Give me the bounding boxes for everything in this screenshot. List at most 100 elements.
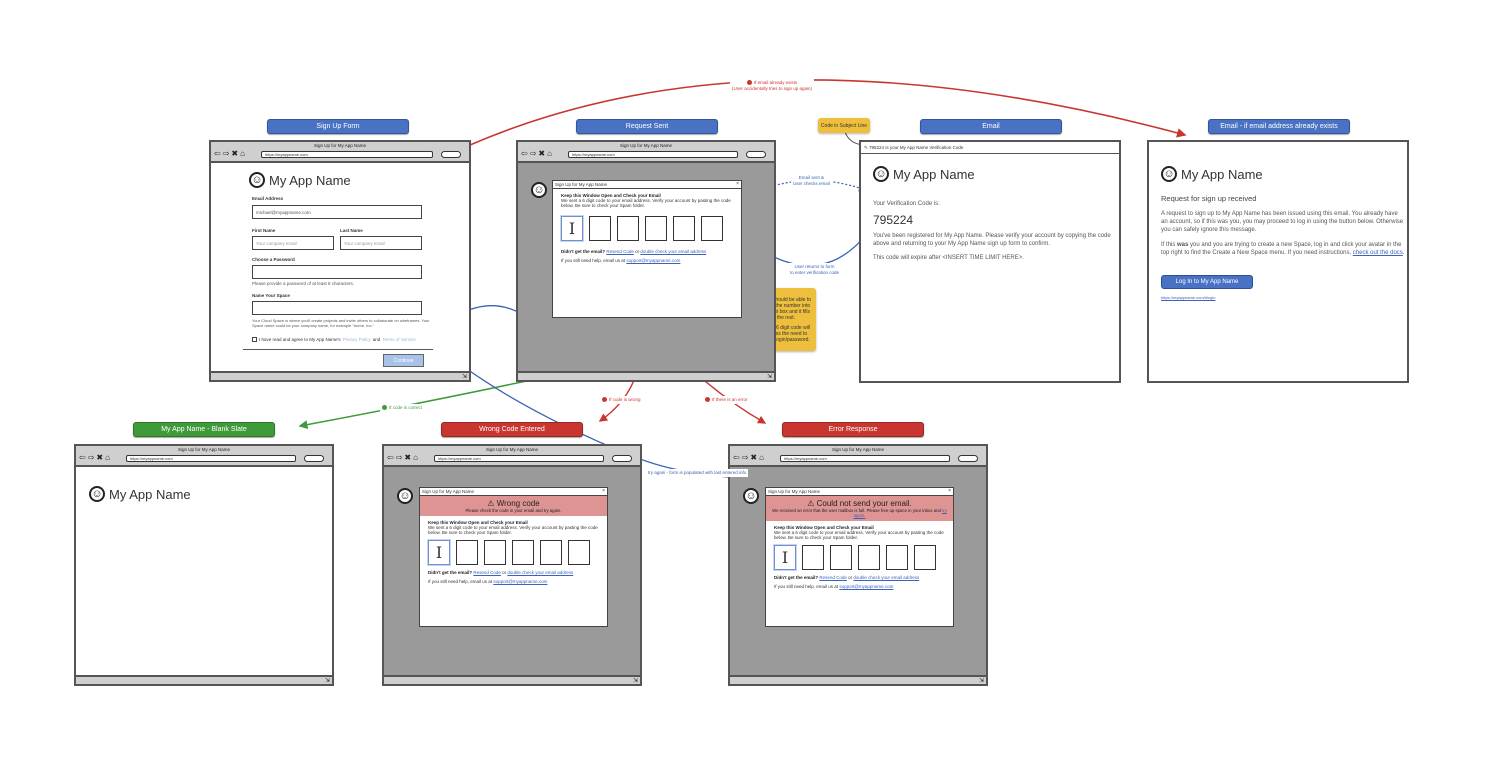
label-email: Email <box>920 119 1062 134</box>
last-name-field[interactable]: Your company email <box>340 236 422 250</box>
code-box-4[interactable] <box>512 540 534 565</box>
stop-icon[interactable]: ✖ <box>750 453 758 462</box>
stop-icon[interactable]: ✖ <box>404 453 412 462</box>
privacy-link[interactable]: Privacy Policy <box>342 337 371 342</box>
code-box-5[interactable] <box>673 216 695 241</box>
forward-icon[interactable]: ⇨ <box>529 149 537 158</box>
resize-grip-icon[interactable]: ⇲ <box>978 678 984 684</box>
resend-code-link[interactable]: Resend Code <box>473 570 501 575</box>
code-box-1[interactable]: I <box>774 545 796 570</box>
code-box-4[interactable] <box>645 216 667 241</box>
resize-grip-icon[interactable]: ⇲ <box>324 678 330 684</box>
password-field[interactable] <box>252 265 422 279</box>
code-box-5[interactable] <box>540 540 562 565</box>
verification-modal: Sign Up for My App Name× Keep this Windo… <box>552 180 742 318</box>
agree-checkbox[interactable] <box>252 337 257 342</box>
annotation-email-exists: If email already exists (User accidental… <box>730 79 815 92</box>
modal-heading: Keep this Window Open and Check your Ema… <box>561 193 661 198</box>
forward-icon[interactable]: ⇨ <box>87 453 95 462</box>
back-icon[interactable]: ⇦ <box>214 149 221 158</box>
email-label: Email Address <box>252 196 284 201</box>
stop-icon[interactable]: ✖ <box>231 149 239 158</box>
space-name-field[interactable] <box>252 301 422 315</box>
url-bar[interactable]: https://myappname.com <box>261 151 433 158</box>
app-name: My App Name <box>269 172 351 188</box>
email-field[interactable]: michael@myappname.com <box>252 205 422 219</box>
home-icon[interactable]: ⌂ <box>413 453 418 462</box>
resend-code-link[interactable]: Resend Code <box>819 575 847 580</box>
url-bar[interactable]: https://myappname.com <box>780 455 950 462</box>
resize-grip-icon[interactable]: ⇲ <box>766 374 772 380</box>
browser-signup-form: Sign Up for My App Name ⇦⇨✖⌂ https://mya… <box>209 140 471 382</box>
browser-search-field[interactable] <box>304 455 324 462</box>
browser-chrome: Sign Up for My App Name ⇦⇨✖⌂ https://mya… <box>211 142 469 163</box>
first-name-field[interactable]: Your company email <box>252 236 334 250</box>
back-icon[interactable]: ⇦ <box>733 453 740 462</box>
browser-search-field[interactable] <box>441 151 461 158</box>
success-dot-icon <box>382 405 387 411</box>
agree-row: I have read and agree to My App Name's P… <box>252 337 416 342</box>
browser-search-field[interactable] <box>612 455 632 462</box>
back-icon[interactable]: ⇦ <box>521 149 528 158</box>
url-bar[interactable]: https://myappname.com <box>126 455 296 462</box>
stop-icon[interactable]: ✖ <box>538 149 546 158</box>
code-box-5[interactable] <box>886 545 908 570</box>
code-box-1[interactable]: I <box>428 540 450 565</box>
url-bar[interactable]: https://myappname.com <box>434 455 604 462</box>
double-check-link[interactable]: double check your email address <box>507 570 574 575</box>
browser-request-sent: Sign Up for My App Name ⇦⇨✖⌂ https://mya… <box>516 140 776 382</box>
close-icon[interactable]: × <box>736 181 739 187</box>
annotation-code-wrong: If code is wrong <box>600 396 643 404</box>
close-icon[interactable]: × <box>602 488 605 494</box>
code-box-1[interactable]: I <box>561 216 583 241</box>
code-box-2[interactable] <box>589 216 611 241</box>
email-exists-frame: ☺ My App Name Request for sign up receiv… <box>1147 140 1409 383</box>
back-icon[interactable]: ⇦ <box>387 453 394 462</box>
close-icon[interactable]: × <box>948 488 951 494</box>
forward-icon[interactable]: ⇨ <box>222 149 230 158</box>
docs-link[interactable]: check out the docs <box>1352 250 1403 256</box>
code-box-6[interactable] <box>568 540 590 565</box>
code-box-3[interactable] <box>484 540 506 565</box>
annotation-error: If there is an error <box>703 396 750 404</box>
smiley-icon: ☺ <box>1161 166 1177 182</box>
resize-grip-icon[interactable]: ⇲ <box>461 374 467 380</box>
label-request-sent: Request Sent <box>576 119 718 134</box>
support-email-link[interactable]: support@myappname.com <box>839 584 894 589</box>
back-icon[interactable]: ⇦ <box>79 453 86 462</box>
support-email-link[interactable]: support@myappname.com <box>626 258 681 263</box>
browser-search-field[interactable] <box>958 455 978 462</box>
browser-search-field[interactable] <box>746 151 766 158</box>
forward-icon[interactable]: ⇨ <box>741 453 749 462</box>
login-url-link[interactable]: https://myappname.com/#login <box>1161 295 1216 300</box>
code-box-6[interactable] <box>914 545 936 570</box>
code-box-2[interactable] <box>802 545 824 570</box>
double-check-link[interactable]: double check your email address <box>853 575 920 580</box>
forward-icon[interactable]: ⇨ <box>395 453 403 462</box>
email-frame: ✎ 795224 is your My App Name Verificatio… <box>859 140 1121 383</box>
browser-title: Sign Up for My App Name <box>619 143 673 148</box>
home-icon[interactable]: ⌂ <box>547 149 552 158</box>
double-check-link[interactable]: double check your email address <box>640 249 707 254</box>
code-box-2[interactable] <box>456 540 478 565</box>
browser-title: Sign Up for My App Name <box>831 447 885 452</box>
terms-link[interactable]: Terms of Service <box>382 337 416 342</box>
stop-icon[interactable]: ✖ <box>96 453 104 462</box>
code-box-6[interactable] <box>701 216 723 241</box>
log-in-button[interactable]: Log In to My App Name <box>1161 275 1253 289</box>
support-email-link[interactable]: support@myappname.com <box>493 579 548 584</box>
code-box-4[interactable] <box>858 545 880 570</box>
continue-button[interactable]: Continue <box>383 354 424 367</box>
modal-title: Sign Up for My App Name <box>768 489 821 494</box>
resend-row: Didn't get the email? Resend Code or dou… <box>774 575 920 580</box>
code-box-3[interactable] <box>617 216 639 241</box>
resend-code-link[interactable]: Resend Code <box>606 249 634 254</box>
home-icon[interactable]: ⌂ <box>240 149 245 158</box>
home-icon[interactable]: ⌂ <box>105 453 110 462</box>
url-bar[interactable]: https://myappname.com <box>568 151 738 158</box>
home-icon[interactable]: ⌂ <box>759 453 764 462</box>
code-box-3[interactable] <box>830 545 852 570</box>
error-dot-icon <box>602 397 607 403</box>
resize-grip-icon[interactable]: ⇲ <box>632 678 638 684</box>
try-again-link[interactable]: try again. <box>853 508 947 518</box>
